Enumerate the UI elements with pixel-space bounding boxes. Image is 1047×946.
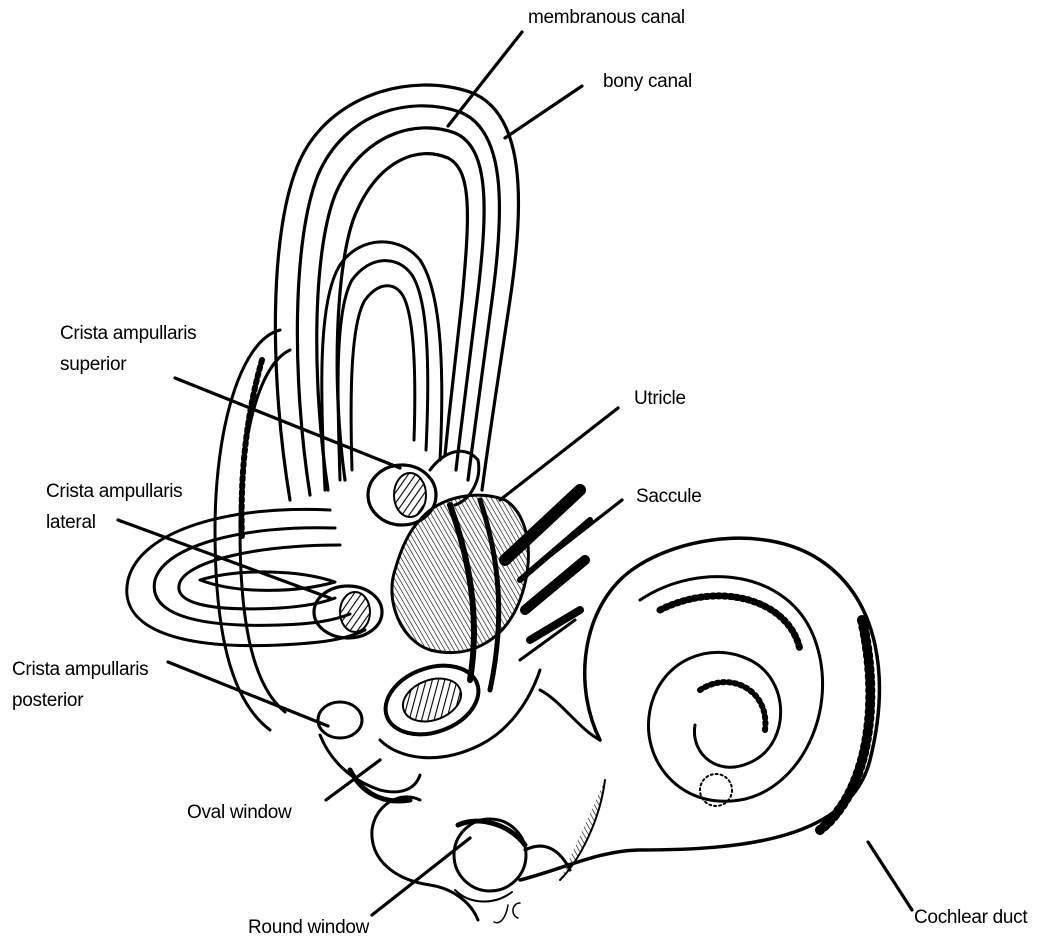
superior-semicircular-canal xyxy=(275,85,518,500)
cochlea xyxy=(520,538,879,880)
posterior-ampulla xyxy=(318,702,420,792)
label-crista-lateral: Crista ampullaris lateral xyxy=(46,476,182,538)
label-crista-lateral-line1: Crista ampullaris xyxy=(46,476,182,507)
label-oval-window: Oval window xyxy=(187,797,291,828)
label-saccule: Saccule xyxy=(636,481,702,512)
label-bony-canal: bony canal xyxy=(603,66,692,97)
leader-utricle xyxy=(500,408,618,500)
label-crista-posterior-line1: Crista ampullaris xyxy=(12,654,148,685)
leader-round-window xyxy=(372,838,470,915)
label-crista-superior-line2: superior xyxy=(60,349,196,380)
leader-bony-canal xyxy=(505,86,582,138)
label-cochlear-duct: Cochlear duct xyxy=(914,902,1027,933)
round-window-structure xyxy=(372,797,570,920)
leader-crista-posterior xyxy=(168,662,328,726)
label-membranous-canal: membranous canal xyxy=(528,2,685,33)
leader-membranous-canal xyxy=(448,32,522,126)
label-utricle: Utricle xyxy=(634,383,686,414)
leader-crista-superior xyxy=(175,378,400,468)
label-crista-lateral-line2: lateral xyxy=(46,507,182,538)
label-crista-superior: Crista ampullaris superior xyxy=(60,318,196,380)
label-crista-posterior: Crista ampullaris posterior xyxy=(12,654,148,716)
lateral-ampulla xyxy=(314,586,382,638)
label-round-window: Round window xyxy=(248,912,369,943)
label-crista-superior-line1: Crista ampullaris xyxy=(60,318,196,349)
label-crista-posterior-line2: posterior xyxy=(12,685,148,716)
leader-cochlear-duct xyxy=(868,842,912,910)
oval-window-structure xyxy=(350,654,540,801)
artist-signature xyxy=(494,903,520,923)
